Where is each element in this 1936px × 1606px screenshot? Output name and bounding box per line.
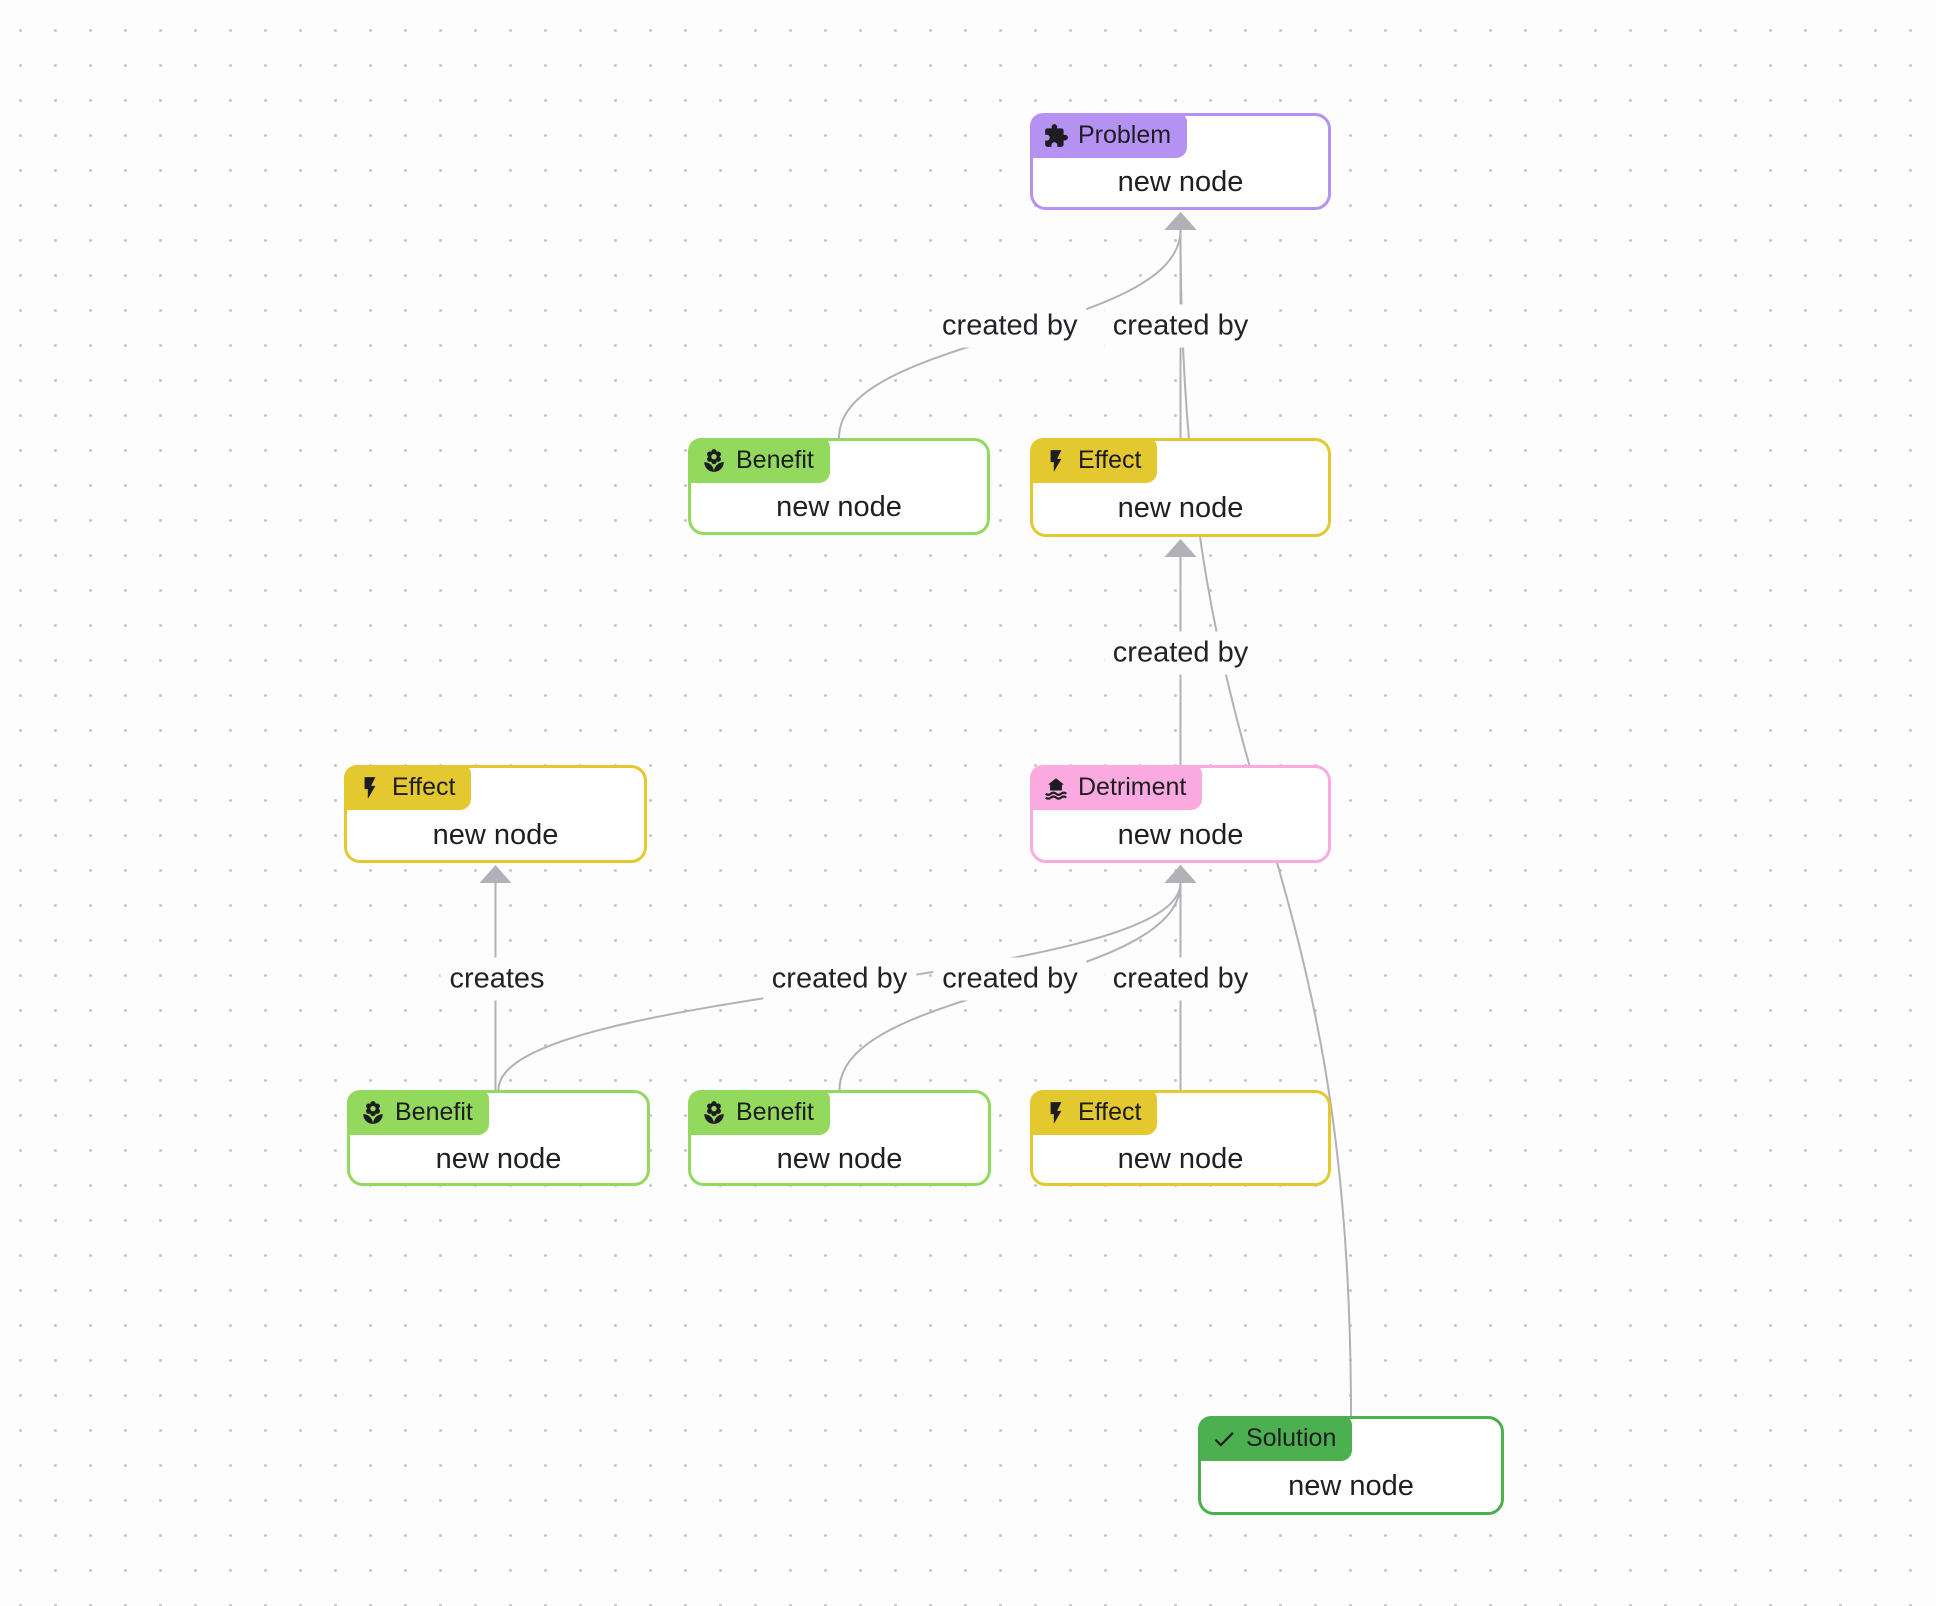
node-type-badge: Benefit xyxy=(347,1090,489,1135)
arrowhead-icon xyxy=(479,865,512,883)
edge-label[interactable]: creates xyxy=(440,957,554,1000)
arrowhead-icon xyxy=(1164,212,1197,230)
flower-icon xyxy=(360,1100,386,1126)
edge-label[interactable]: created by xyxy=(933,957,1087,1000)
check-icon xyxy=(1211,1426,1237,1452)
node-type-badge: Effect xyxy=(1030,1090,1158,1135)
bolt-icon xyxy=(357,775,383,801)
edge-label[interactable]: created by xyxy=(762,957,917,1000)
node-benefit-mid[interactable]: Benefit new node xyxy=(688,438,990,535)
node-effect-bottom[interactable]: Effect new node xyxy=(1030,1090,1331,1186)
node-benefit-bottom-2[interactable]: Benefit new node xyxy=(688,1090,991,1186)
node-detriment-mid[interactable]: Detriment new node xyxy=(1030,765,1331,863)
arrowhead-icon xyxy=(1164,865,1197,883)
edge-label[interactable]: created by xyxy=(1103,957,1258,1000)
puzzle-icon xyxy=(1043,123,1069,149)
bolt-icon xyxy=(1043,448,1069,474)
edge-label[interactable]: created by xyxy=(1103,631,1258,675)
node-type-badge: Effect xyxy=(1030,438,1158,483)
node-problem-top[interactable]: Problem new node xyxy=(1030,113,1331,210)
node-type-badge: Detriment xyxy=(1030,765,1203,810)
node-type-badge: Problem xyxy=(1030,113,1188,158)
edge-label[interactable]: created by xyxy=(933,304,1087,348)
node-benefit-bottom-1[interactable]: Benefit new node xyxy=(347,1090,650,1186)
bolt-icon xyxy=(1043,1100,1069,1126)
node-solution-bottom[interactable]: Solution new node xyxy=(1198,1416,1504,1515)
node-type-badge: Solution xyxy=(1198,1416,1353,1461)
node-type-badge: Benefit xyxy=(688,438,830,483)
node-type-badge: Benefit xyxy=(688,1090,830,1135)
flower-icon xyxy=(701,1100,727,1126)
flower-icon xyxy=(701,448,727,474)
edge-label[interactable]: created by xyxy=(1103,304,1258,348)
arrowhead-icon xyxy=(1164,539,1197,557)
node-effect-left[interactable]: Effect new node xyxy=(344,765,647,863)
node-effect-mid[interactable]: Effect new node xyxy=(1030,438,1331,537)
node-type-badge: Effect xyxy=(344,765,472,810)
flood-icon xyxy=(1043,775,1069,801)
